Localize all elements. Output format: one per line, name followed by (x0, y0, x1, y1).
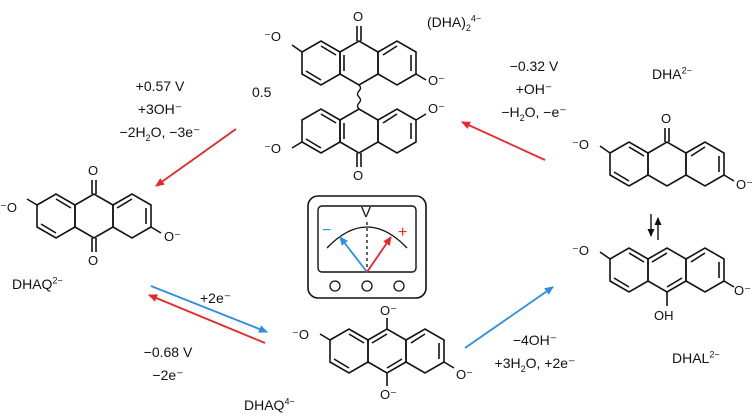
dha-dimer-upper-unit (291, 26, 427, 86)
arrow-dhaq4-to-dhal (464, 286, 554, 349)
arrow-dhaq-oxidation (148, 294, 266, 344)
atom-o-minus: O⁻ (164, 229, 181, 244)
voltmeter-minus-sign: − (322, 222, 332, 239)
species-label-dha-dimer: (DHA)24− (427, 13, 482, 33)
arrow-dha-to-dimer (461, 121, 546, 161)
atom-o: O (661, 111, 672, 126)
dhaq-molecule (26, 180, 162, 252)
conditions-dha-to-dimer: −0.32 V +OH⁻ −H2O, −e⁻ (501, 58, 567, 123)
species-label-dhaq4: DHAQ4− (244, 396, 295, 413)
voltmeter-label: V (361, 204, 372, 221)
atom-o: O (353, 168, 364, 183)
atom-o: O (88, 163, 99, 178)
atom-o: O (353, 9, 364, 24)
atom-o-minus: O⁻ (456, 367, 473, 382)
atom-o-minus: O⁻ (380, 387, 397, 402)
atom-o-minus: ⁻O (572, 243, 589, 258)
atom-o-minus: ⁻O (264, 29, 281, 44)
atom-o-minus: O⁻ (428, 73, 445, 88)
tautomer-equilibrium-arrows (647, 214, 662, 240)
conditions-dhaq-reduction: +2e⁻ (200, 290, 232, 306)
atom-o-minus: O⁻ (380, 303, 397, 318)
voltmeter-icon (307, 195, 427, 299)
atom-o-minus: O⁻ (734, 283, 751, 298)
atom-o-minus: ⁻O (292, 327, 309, 342)
dhal-molecule (599, 247, 735, 306)
dhaq4-molecule (319, 318, 455, 386)
dimer-wavy-bond (356, 84, 362, 110)
atom-oh: OH (654, 308, 674, 323)
voltmeter-plus-sign: + (398, 224, 408, 241)
conditions-dimer-to-dhaq: +0.57 V +3OH⁻ −2H2O, −3e⁻ (119, 78, 201, 143)
conditions-dhaq-oxidation: −0.68 V −2e⁻ (143, 344, 193, 383)
conditions-dhaq4-to-dhal: −4OH⁻ +3H2O, +2e⁻ (494, 332, 576, 374)
arrow-dhaq-reduction (150, 285, 268, 333)
dha-dimer-lower-unit (291, 108, 427, 167)
atom-o-minus: ⁻O (264, 141, 281, 156)
atom-o-minus: ⁻O (0, 200, 17, 215)
atom-o-minus: O⁻ (736, 177, 752, 192)
atom-o-minus: O⁻ (428, 101, 445, 116)
species-label-dhaq: DHAQ2− (12, 275, 63, 292)
dimer-coefficient: 0.5 (252, 84, 272, 100)
species-label-dhal: DHAL2− (672, 349, 720, 366)
dha-molecule (599, 128, 735, 187)
atom-o: O (88, 253, 99, 268)
species-label-dha: DHA2− (652, 65, 692, 82)
arrow-dimer-to-dhaq (155, 128, 237, 187)
atom-o-minus: ⁻O (572, 137, 589, 152)
